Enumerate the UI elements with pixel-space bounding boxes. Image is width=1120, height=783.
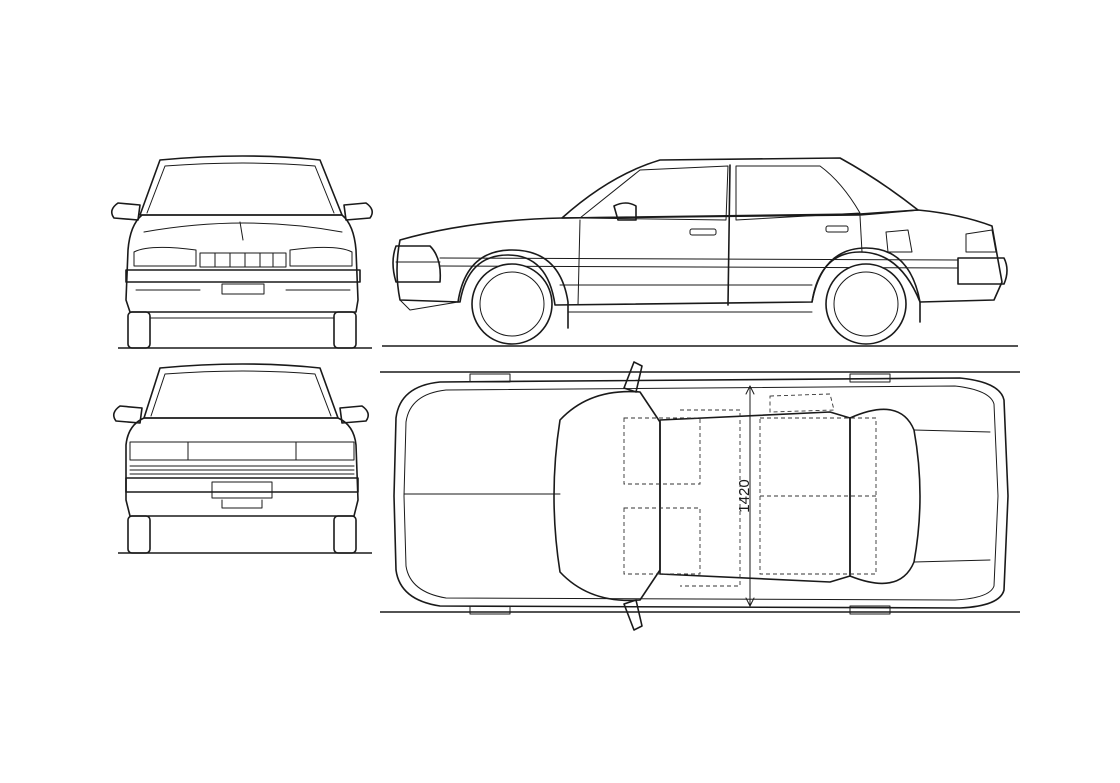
front-right-tire	[333, 311, 357, 349]
rear-bumper	[125, 477, 359, 493]
side-rear-door-handle	[825, 225, 849, 233]
side-front-wheel	[471, 263, 553, 345]
rear-right-tire	[333, 515, 357, 554]
top-view: 1420	[380, 361, 1020, 631]
front-right-mirror	[343, 202, 374, 221]
front-windshield	[139, 155, 343, 216]
front-license-plate	[221, 283, 265, 295]
side-front-door-handle	[689, 228, 717, 236]
rear-window	[143, 363, 339, 419]
side-b-pillar	[727, 164, 731, 306]
rear-left-taillight	[129, 441, 189, 461]
top-rear-left-wheel	[849, 373, 891, 383]
top-front-right-seat	[623, 507, 701, 575]
side-front-wheel-arch	[457, 249, 569, 329]
top-right-mirror	[623, 599, 643, 631]
front-body	[125, 214, 359, 313]
rear-view	[112, 363, 372, 554]
rear-right-mirror	[339, 405, 370, 424]
front-right-headlight	[289, 246, 353, 267]
side-front-window	[579, 165, 729, 221]
side-rear-window	[735, 165, 861, 221]
top-rear-bench	[759, 417, 877, 575]
top-front-right-wheel	[469, 605, 511, 615]
front-grille	[199, 252, 287, 268]
side-rear-bumper	[957, 257, 1008, 285]
side-rear-wheel	[825, 263, 907, 345]
width-dimension-label: 1420	[736, 479, 753, 512]
side-body	[396, 209, 1003, 306]
width-dimension-label-group: 1420	[736, 479, 753, 512]
front-left-mirror	[110, 202, 141, 221]
side-rear-wheel-arch	[811, 247, 921, 323]
rear-right-taillight	[295, 441, 355, 461]
side-greenhouse	[561, 157, 919, 219]
side-mirror	[613, 202, 637, 221]
front-view	[110, 155, 374, 349]
top-left-mirror	[623, 361, 643, 393]
side-taillight	[965, 229, 997, 253]
rear-body	[125, 417, 359, 517]
side-view	[382, 157, 1018, 347]
rear-left-mirror	[112, 405, 143, 424]
top-roof	[659, 411, 851, 583]
side-fuel-cap	[885, 229, 913, 253]
front-left-headlight	[133, 246, 197, 267]
top-front-left-seat	[623, 417, 701, 485]
rear-left-tire	[127, 515, 151, 554]
top-body	[393, 377, 1009, 609]
top-rear-window	[849, 408, 921, 585]
top-front-left-wheel	[469, 373, 511, 383]
side-front-bumper	[392, 245, 442, 283]
rear-garnish	[187, 441, 297, 461]
front-bumper	[125, 269, 361, 283]
rear-license-plate	[211, 481, 273, 499]
top-windshield	[553, 390, 661, 602]
front-left-tire	[127, 311, 151, 349]
top-rear-right-wheel	[849, 605, 891, 615]
